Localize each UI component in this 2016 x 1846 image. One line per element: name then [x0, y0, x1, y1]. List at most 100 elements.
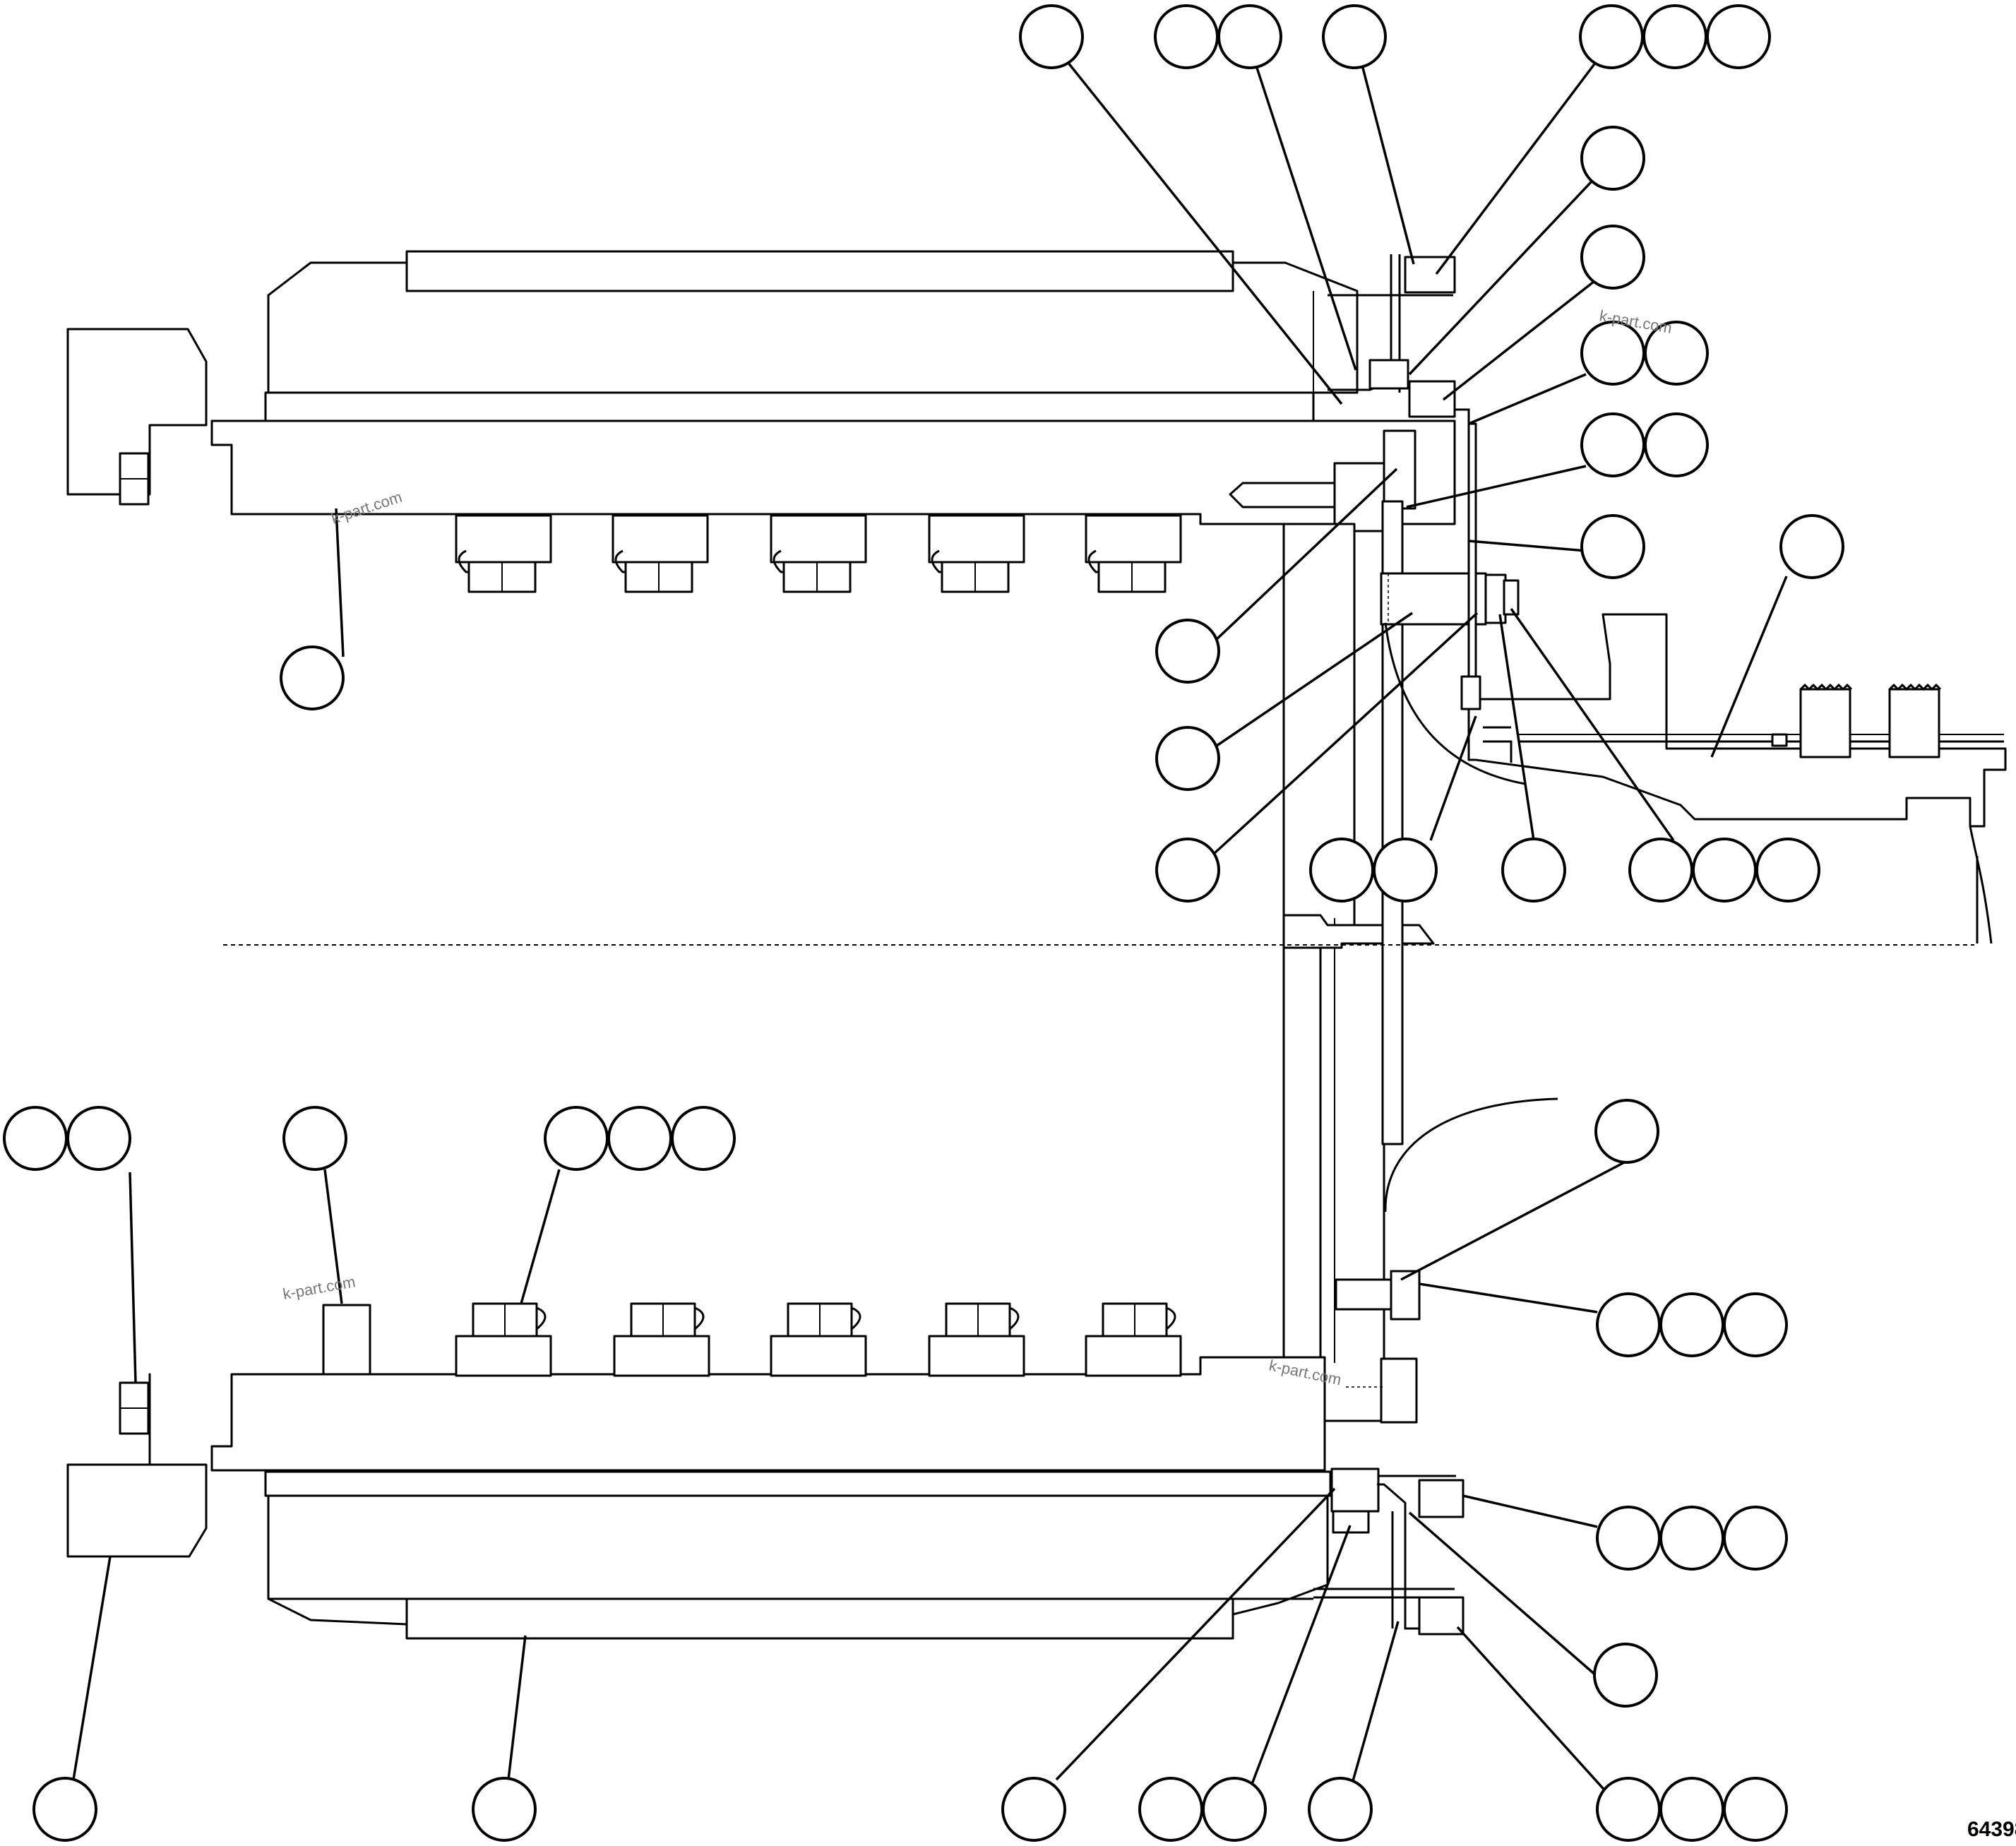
lower-bracket-nut-c — [1418, 1596, 1465, 1636]
callout-41 — [472, 1777, 537, 1842]
callout-25 — [280, 645, 345, 710]
callout-46 — [1596, 1777, 1661, 1842]
callout-26 — [3, 1106, 68, 1171]
callout-15 — [1779, 514, 1844, 579]
upper-bracket-nut-c — [1408, 380, 1456, 418]
upper-terminal-2 — [612, 514, 709, 593]
upper-shaft-nut — [1503, 579, 1520, 616]
callout-10 — [1580, 321, 1645, 386]
lower-terminal-4 — [928, 1302, 1025, 1377]
callout-37 — [1659, 1506, 1724, 1571]
lower-bracket-nut-a — [1332, 1510, 1370, 1534]
lower-cover-box — [264, 1470, 1332, 1497]
lower-bracket-block — [1330, 1467, 1380, 1513]
upper-nut — [1383, 429, 1416, 510]
center-flange — [1282, 500, 1558, 1422]
housing-curve-upper — [1384, 622, 1526, 785]
terminal-tab-1 — [1799, 688, 1851, 758]
upper-shaft-washer — [1484, 573, 1507, 624]
callout-45 — [1308, 1777, 1373, 1842]
lower-terminal-2 — [613, 1302, 710, 1377]
switch-body — [1460, 675, 1481, 710]
lower-terminal-blocks — [455, 1302, 1182, 1377]
right-housing — [1460, 422, 2007, 944]
lower-assembly — [66, 1270, 1465, 1640]
callout-44 — [1202, 1777, 1267, 1842]
callout-19 — [1309, 838, 1374, 903]
callout-31 — [671, 1106, 736, 1171]
callout-9 — [1580, 225, 1645, 290]
upper-terminal-1 — [455, 514, 552, 593]
leader-lines — [72, 61, 1788, 1802]
housing-lower-line — [1969, 826, 1993, 944]
upper-terminal-5 — [1085, 514, 1182, 593]
callout-8 — [1580, 126, 1645, 191]
callout-circles — [3, 4, 1844, 1842]
callout-43 — [1138, 1777, 1203, 1842]
callout-42 — [1001, 1777, 1066, 1842]
callout-17 — [1155, 726, 1220, 791]
callout-22 — [1628, 838, 1693, 903]
callout-13 — [1644, 412, 1709, 477]
callout-24 — [1755, 838, 1820, 903]
lower-terminal-5 — [1085, 1302, 1182, 1377]
callout-6 — [1642, 4, 1707, 69]
lower-shaft-nut — [1390, 1270, 1421, 1321]
watermark-3: k-part.com — [282, 1273, 357, 1303]
lower-stud-nut — [1380, 1357, 1418, 1424]
callout-30 — [607, 1106, 672, 1171]
housing-body — [1467, 422, 2007, 828]
lower-rail — [210, 1356, 1326, 1472]
upper-cover-lid — [267, 261, 1359, 394]
callout-39 — [1593, 1643, 1658, 1708]
callout-48 — [1723, 1777, 1788, 1842]
upper-assembly — [66, 250, 1470, 593]
housing-curve-lower — [1384, 1097, 1558, 1213]
callout-5 — [1579, 4, 1644, 69]
callout-21 — [1501, 838, 1566, 903]
small-clip — [1771, 733, 1788, 747]
lower-shaft-sleeve — [1335, 1278, 1394, 1311]
upper-terminal-4 — [928, 514, 1025, 593]
callout-16 — [1155, 619, 1220, 684]
flange-step — [1282, 914, 1435, 949]
upper-mounting-foot — [66, 328, 208, 496]
lower-mounting-foot — [66, 1373, 208, 1558]
callout-28 — [282, 1106, 347, 1171]
upper-terminal-3 — [770, 514, 867, 593]
upper-bracket-nut-b — [1368, 359, 1409, 390]
callout-29 — [544, 1106, 609, 1171]
callout-12 — [1580, 412, 1645, 477]
lower-bracket — [1377, 1483, 1422, 1630]
lower-sensor-post — [322, 1304, 371, 1376]
callout-1 — [1019, 4, 1084, 69]
callout-23 — [1692, 838, 1757, 903]
reference-number: 64398 — [1967, 1818, 2016, 1841]
lower-bracket-nut-b — [1418, 1479, 1465, 1518]
upper-terminal-blocks — [455, 514, 1182, 593]
terminal-tab-2 — [1888, 688, 1940, 758]
flange-plate-inner — [1319, 925, 1385, 1422]
callout-4 — [1322, 4, 1387, 69]
lower-cover-plate — [405, 1597, 1234, 1640]
callout-11 — [1644, 321, 1709, 386]
callout-14 — [1580, 514, 1645, 579]
lower-cover-lid — [267, 1494, 1329, 1626]
upper-cover-plate — [405, 250, 1234, 292]
callout-20 — [1373, 838, 1438, 903]
upper-stud — [1229, 482, 1343, 508]
callout-33 — [1596, 1292, 1661, 1357]
callout-40 — [32, 1777, 97, 1842]
callout-35 — [1723, 1292, 1788, 1357]
callout-7 — [1706, 4, 1771, 69]
callout-47 — [1659, 1777, 1724, 1842]
callout-36 — [1596, 1506, 1661, 1571]
upper-cover-box — [264, 391, 1315, 422]
lower-terminal-3 — [770, 1302, 867, 1377]
callout-2 — [1154, 4, 1219, 69]
callout-34 — [1659, 1292, 1724, 1357]
lower-terminal-1 — [455, 1302, 552, 1377]
upper-rail — [210, 419, 1456, 525]
callout-32 — [1594, 1099, 1659, 1164]
